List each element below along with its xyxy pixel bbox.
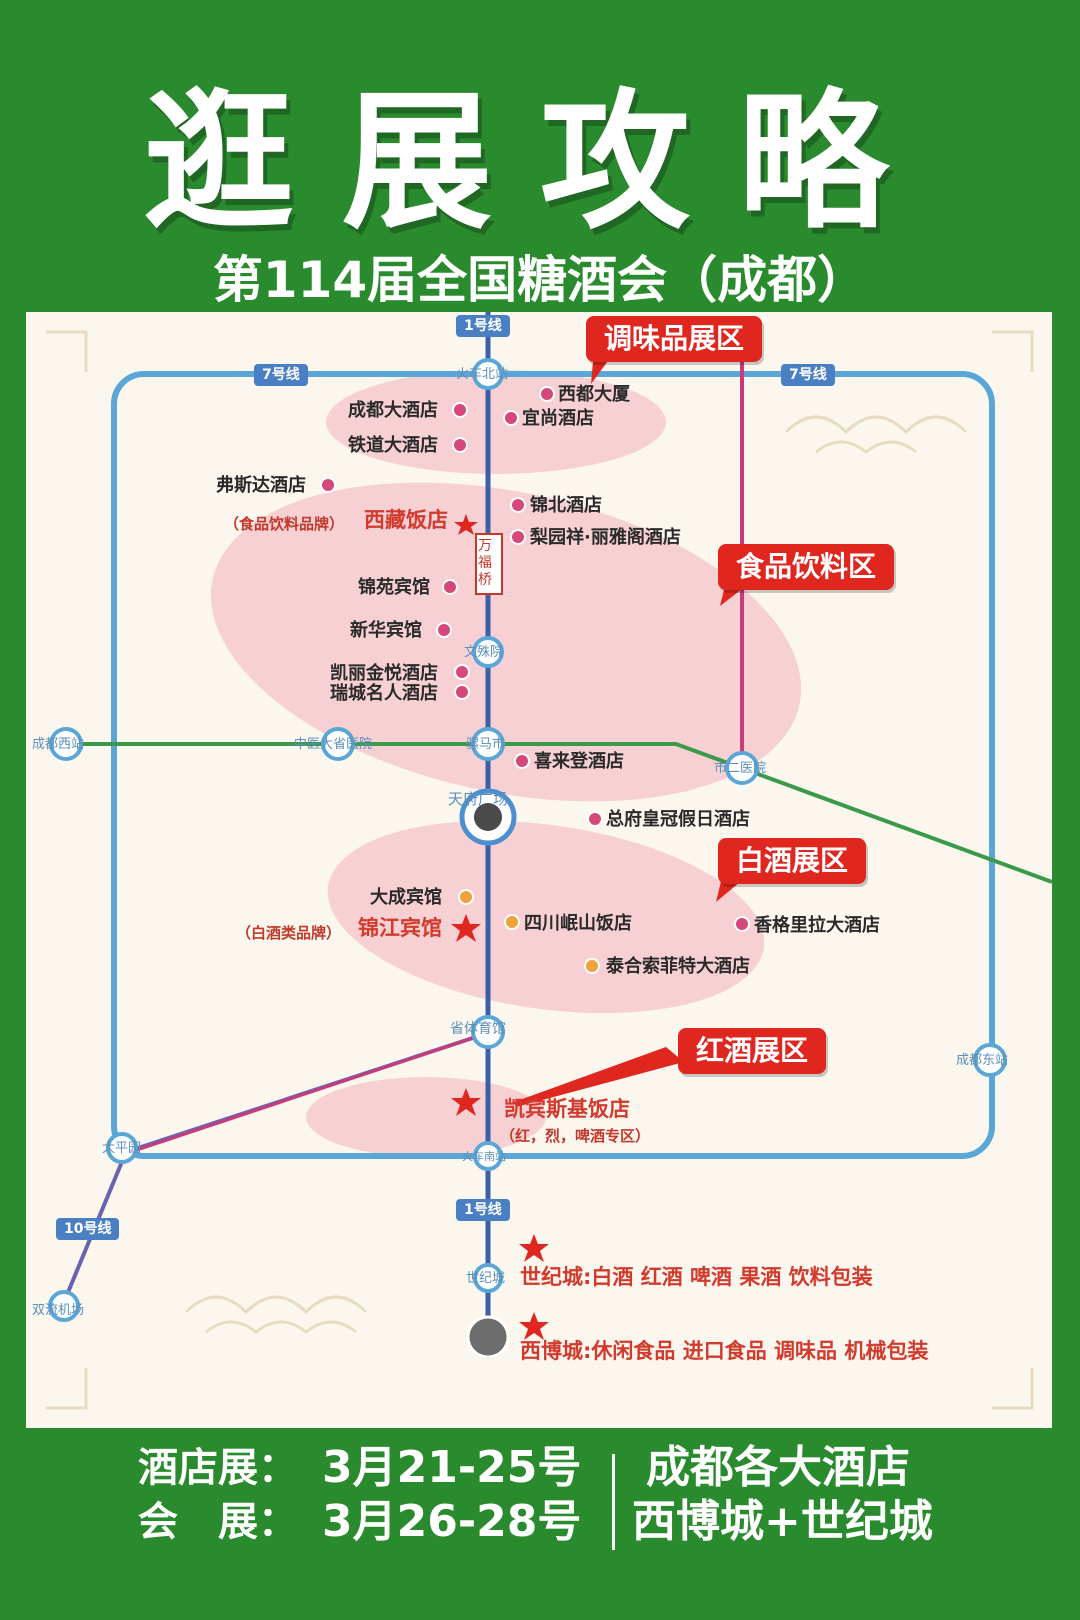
wanfuqiao-box bbox=[475, 533, 503, 595]
station-wenshuyuan: 文殊院 bbox=[464, 645, 504, 660]
hub-xibocheng bbox=[466, 1315, 510, 1359]
zone-shipin: 食品饮料区 bbox=[718, 544, 895, 590]
metro-map: 1号线 7号线 7号线 1号线 10号线 火车北站 万福桥 文殊院 骡马市 天府… bbox=[26, 312, 1052, 1428]
hotel-xizang: 西藏饭店 bbox=[364, 508, 448, 532]
footer-hotel-dates: 3月21-25号 bbox=[322, 1442, 582, 1493]
zone-baijiu: 白酒展区 bbox=[718, 838, 867, 884]
station-shengtiyu: 省体育馆 bbox=[450, 1021, 506, 1037]
station-shierer: 市二医院 bbox=[714, 761, 767, 776]
blob-tiaowei bbox=[326, 370, 666, 474]
line4-track bbox=[56, 742, 1052, 884]
line1-bottom-tag: 1号线 bbox=[456, 1199, 510, 1221]
decor-clouds bbox=[46, 330, 1034, 1410]
hotel-xidu: 西都大厦 bbox=[558, 384, 630, 405]
hotel-fusida: 弗斯达酒店 bbox=[216, 475, 306, 496]
star-xizang bbox=[454, 514, 478, 535]
line10-tag: 10号线 bbox=[56, 1218, 120, 1240]
page-title: 逛展攻略 bbox=[143, 76, 936, 250]
zone-hongjiu: 红酒展区 bbox=[678, 1028, 827, 1074]
station-chengduxi: 成都西站 bbox=[32, 737, 85, 752]
star-shijicheng bbox=[519, 1234, 549, 1262]
hotel-jinjiang: 锦江宾馆 bbox=[358, 916, 442, 940]
station-shuangliu: 双流机场 bbox=[32, 1303, 85, 1318]
ring-zhongyi bbox=[321, 727, 355, 761]
station-chengdudong: 成都东站 bbox=[956, 1053, 1009, 1068]
hotel-yishang: 宜尚酒店 bbox=[522, 408, 594, 429]
hotel-xinhua: 新华宾馆 bbox=[350, 620, 422, 641]
ring-taipingyuan bbox=[106, 1132, 138, 1164]
star-kaibinsiji bbox=[451, 1088, 481, 1116]
blob-shipin bbox=[210, 482, 802, 802]
venue-shijicheng: 世纪城:白酒 红酒 啤酒 果酒 饮料包装 bbox=[520, 1265, 873, 1289]
hotel-minshan: 四川岷山饭店 bbox=[524, 913, 632, 934]
hotel-tiedao: 铁道大酒店 bbox=[348, 435, 438, 456]
venue-xibocheng: 西博城:休闲食品 进口食品 调味品 机械包装 bbox=[520, 1339, 929, 1363]
line10-inner bbox=[130, 1030, 492, 1154]
ring-huochenan bbox=[473, 1141, 503, 1171]
station-taipingyuan: 太平园 bbox=[102, 1141, 142, 1156]
page-subtitle: 第114届全国糖酒会（成都） bbox=[212, 251, 868, 309]
star-markers bbox=[451, 514, 549, 1340]
hotel-markers-pink bbox=[320, 386, 750, 932]
hotel-chengdu: 成都大酒店 bbox=[348, 400, 438, 421]
hotel-liyuan: 梨园祥·丽雅阁酒店 bbox=[530, 527, 681, 548]
star-jinjiang bbox=[451, 914, 481, 942]
blob-baijiu bbox=[327, 820, 765, 1014]
hotel-kaibinsiji: 凯宾斯基饭店 bbox=[504, 1097, 630, 1121]
hotel-xilaideng: 喜来登酒店 bbox=[534, 751, 624, 772]
hotel-markers-orange bbox=[458, 889, 600, 974]
hotel-jinyuan: 锦苑宾馆 bbox=[358, 577, 430, 598]
ring-chengdudong bbox=[973, 1043, 1007, 1077]
footer-hotel-label: 酒店展： bbox=[138, 1445, 298, 1491]
footer-right-2: 西博城+世纪城 bbox=[632, 1496, 933, 1547]
station-huochenan: 火车南站 bbox=[462, 1150, 506, 1163]
footer-expo-dates: 3月26-28号 bbox=[322, 1496, 582, 1547]
hotel-dacheng: 大成宾馆 bbox=[370, 887, 442, 908]
station-shijicheng: 世纪城 bbox=[466, 1271, 506, 1286]
hotel-xianggelila: 香格里拉大酒店 bbox=[754, 915, 880, 936]
line7-loop bbox=[111, 371, 995, 1159]
star-xibocheng bbox=[519, 1312, 549, 1340]
footer-expo-label: 会 展： bbox=[138, 1499, 298, 1545]
ring-wenshuyuan bbox=[472, 636, 504, 668]
ring-shuangliu bbox=[48, 1290, 80, 1322]
line10-track bbox=[62, 1030, 492, 1303]
station-luomashi: 骡马市 bbox=[466, 737, 506, 752]
hotel-kaili: 凯丽金悦酒店 bbox=[330, 663, 438, 684]
hotel-kaibinsiji-note: （红，烈，啤酒专区） bbox=[500, 1127, 651, 1145]
hotel-xizang-note: （食品饮料品牌） bbox=[224, 515, 345, 533]
ring-luomashi bbox=[471, 727, 505, 761]
ring-shengtiyu bbox=[471, 1015, 505, 1049]
ring-huochebei bbox=[472, 358, 504, 390]
zone-tiaowei: 调味品展区 bbox=[586, 316, 763, 362]
map-graphics bbox=[46, 312, 1052, 1410]
footer: 酒店展： 3月21-25号 会 展： 3月26-28号 成都各大酒店 西博城+世… bbox=[0, 1440, 1080, 1620]
station-wanfuqiao: 万福桥 bbox=[478, 538, 492, 588]
footer-right-1: 成都各大酒店 bbox=[646, 1442, 910, 1493]
footer-divider bbox=[612, 1454, 615, 1550]
hotel-zongfu: 总府皇冠假日酒店 bbox=[606, 809, 750, 830]
hotel-ruicheng: 瑞城名人酒店 bbox=[330, 683, 438, 704]
ring-shijicheng bbox=[473, 1263, 503, 1293]
ring-chengduxi bbox=[49, 727, 83, 761]
hotel-jinbei: 锦北酒店 bbox=[530, 495, 602, 516]
line7-right-tag: 7号线 bbox=[781, 364, 835, 386]
station-rings bbox=[48, 358, 1007, 1322]
line7-left-tag: 7号线 bbox=[254, 364, 308, 386]
line1-top-tag: 1号线 bbox=[456, 315, 510, 337]
hotel-jinjiang-note: （白酒类品牌） bbox=[236, 924, 342, 942]
ring-shierer bbox=[725, 751, 759, 785]
station-zhongyi: 中医大省医院 bbox=[294, 737, 373, 752]
hotel-taihe: 泰合索菲特大酒店 bbox=[606, 956, 750, 977]
station-tianfu: 天府广场 bbox=[448, 790, 509, 808]
station-huochebei: 火车北站 bbox=[456, 367, 509, 382]
